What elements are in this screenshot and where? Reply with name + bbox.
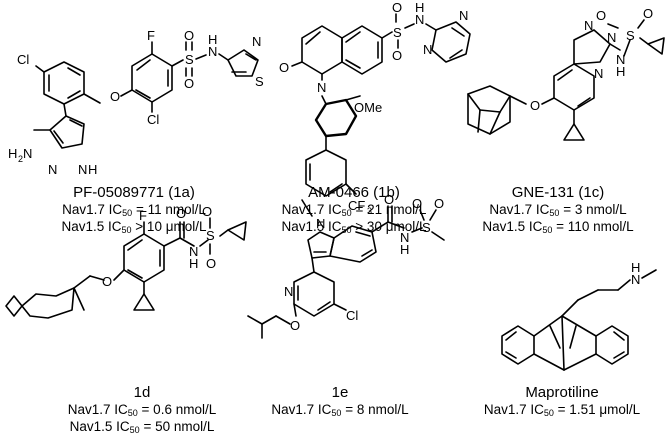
- atom-n: N: [252, 34, 261, 49]
- activity-nav17: Nav1.7 IC50 = 3 nmol/L: [489, 202, 627, 218]
- atom-n: N: [415, 12, 424, 27]
- atom-sub: 2: [18, 154, 23, 164]
- atom-cl: Cl: [17, 52, 29, 67]
- activity-nav17: Nav1.7 IC50 = 0.6 nmol/L: [67, 402, 217, 418]
- atom-h: H: [631, 260, 640, 275]
- atom-n: N: [189, 244, 198, 259]
- atom-o: O: [102, 274, 112, 289]
- atom-n: N: [48, 162, 57, 177]
- activity-nav17: Nav1.7 IC50 = 11 nmol/L: [62, 202, 206, 218]
- atom-n: N: [607, 30, 616, 45]
- structure-1a: Cl O F Cl S O O N H N S: [8, 28, 264, 177]
- atom-o: O: [202, 204, 212, 219]
- compound-name: 1d: [133, 384, 151, 401]
- activity-nav17: Nav1.7 IC50 = 1.51 μmol/L: [483, 402, 641, 418]
- atom-n: N: [584, 18, 593, 33]
- atom-cl: Cl: [147, 112, 159, 127]
- atom-cf: CF: [348, 198, 365, 213]
- atom-n: N: [23, 146, 32, 161]
- atom-o: O: [412, 196, 422, 211]
- caption-1c: GNE-131 (1c) Nav1.7 IC50 = 3 nmol/L Nav1…: [448, 184, 668, 235]
- structure-maprotiline: N H: [501, 260, 657, 371]
- atom-n: N: [317, 80, 326, 95]
- atom-o: O: [206, 256, 216, 271]
- atom-o: O: [184, 28, 194, 43]
- atom-n: N: [631, 272, 640, 287]
- caption-1d: 1d Nav1.7 IC50 = 0.6 nmol/L Nav1.5 IC50 …: [32, 384, 252, 435]
- atom-f: F: [139, 208, 147, 223]
- compound-name: Maprotiline: [525, 384, 599, 401]
- atom-s: S: [255, 74, 264, 89]
- atom-o: O: [392, 0, 402, 15]
- caption-maprotiline: Maprotiline Nav1.7 IC50 = 1.51 μmol/L: [452, 384, 672, 418]
- atom-s: S: [185, 52, 194, 67]
- atom-n: N: [423, 42, 432, 57]
- atom-s: S: [422, 220, 431, 235]
- atom-o: O: [643, 6, 653, 21]
- activity-nav15: Nav1.5 IC50 = 110 nmol/L: [482, 219, 634, 235]
- atom-o: O: [176, 206, 186, 221]
- atom-h: H: [415, 0, 424, 15]
- atom-s: S: [393, 25, 402, 40]
- atom-cl: Cl: [346, 308, 358, 323]
- caption-1a: PF-05089771 (1a) Nav1.7 IC50 = 11 nmol/L…: [24, 184, 244, 235]
- atom-n: N: [616, 52, 625, 67]
- atom-h: H: [8, 146, 17, 161]
- compound-name: AM-0466 (1b): [308, 184, 400, 201]
- atom-n: N: [594, 66, 603, 81]
- atom-o: O: [530, 98, 540, 113]
- atom-o: O: [384, 192, 394, 207]
- atom-h: H: [616, 64, 625, 79]
- structure-1d: O F O N H S O O: [5, 204, 247, 319]
- activity-nav17: Nav1.7 IC50 = 8 nmol/L: [271, 402, 409, 418]
- atom-n: N: [459, 8, 468, 23]
- atom-n: N: [78, 162, 87, 177]
- atom-n: N: [284, 284, 293, 299]
- atom-o: O: [279, 60, 289, 75]
- atom-s: S: [626, 28, 635, 43]
- structure-1b: O N S O O N H N N OMe CF 3: [279, 0, 471, 216]
- atom-n: N: [208, 44, 217, 59]
- activity-nav17: Nav1.7 IC50 = 21 nmol/L: [281, 202, 427, 218]
- atom-o: O: [184, 76, 194, 91]
- atom-h: H: [88, 162, 97, 177]
- atom-s: S: [206, 228, 215, 243]
- atom-n: N: [316, 216, 325, 231]
- compound-name: 1e: [331, 384, 349, 401]
- caption-1e: 1e Nav1.7 IC50 = 8 nmol/L: [230, 384, 450, 418]
- atom-o: O: [434, 196, 444, 211]
- structure-1e: N O N H S O O N Cl O: [247, 192, 445, 339]
- activity-nav15: Nav1.5 IC50 = 50 nmol/L: [69, 419, 215, 435]
- atom-o: O: [290, 318, 300, 333]
- caption-1b: AM-0466 (1b) Nav1.7 IC50 = 21 nmol/L Nav…: [244, 184, 464, 235]
- atom-o: O: [110, 89, 120, 104]
- atom-h: H: [189, 256, 198, 271]
- atom-h: H: [208, 32, 217, 47]
- compound-name: PF-05089771 (1a): [73, 184, 195, 201]
- atom-o: O: [392, 48, 402, 63]
- compound-name: GNE-131 (1c): [511, 184, 605, 201]
- atom-h: H: [400, 242, 409, 257]
- activity-nav15: Nav1.5 IC50 > 10 μmol/L: [61, 219, 207, 235]
- structure-1c: O N N N N H S O O: [467, 6, 665, 141]
- atom-n: N: [400, 230, 409, 245]
- atom-sub: 3: [367, 206, 372, 216]
- activity-nav15: Nav1.5 IC50 > 30 μmol/L: [281, 219, 427, 235]
- atom-ome: OMe: [354, 100, 382, 115]
- atom-f: F: [147, 28, 155, 43]
- atom-o: O: [596, 8, 606, 23]
